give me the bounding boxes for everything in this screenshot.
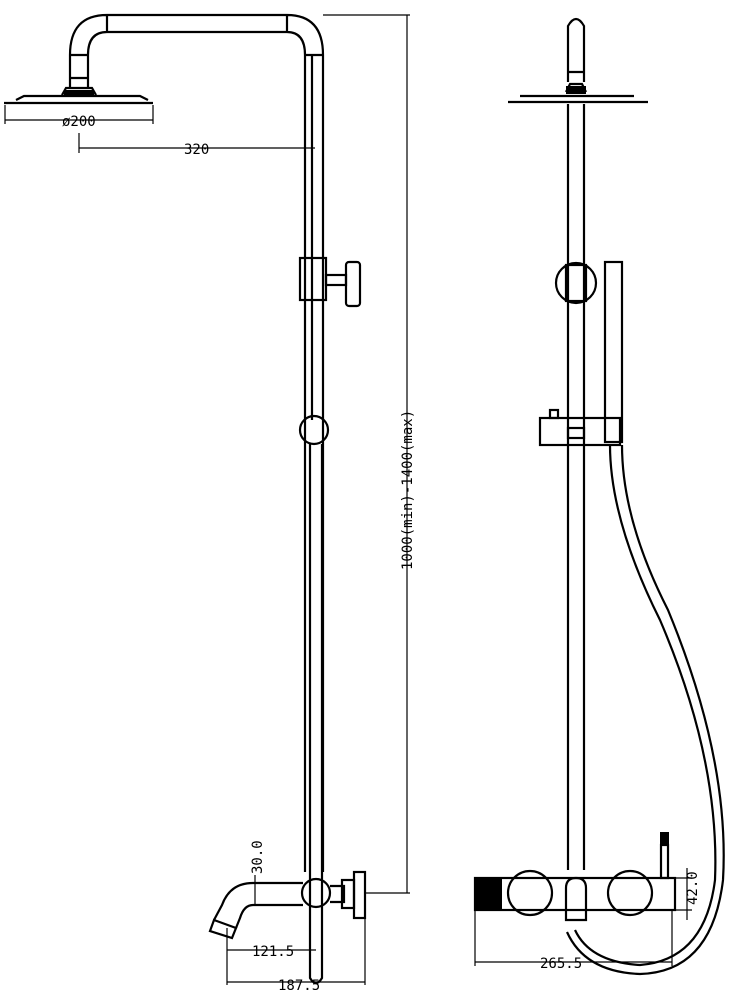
left-view: ø200 320 1000(min)-1400(max) 30.0 121.5 … bbox=[4, 13, 416, 994]
spout-to-center-label: 121.5 bbox=[252, 944, 294, 960]
height-range-label: 1000(min)-1400(max) bbox=[400, 410, 416, 570]
head-base bbox=[64, 90, 94, 96]
dim-height-line bbox=[323, 14, 410, 894]
diverter-outlet bbox=[564, 876, 588, 922]
holder-clamp bbox=[538, 416, 622, 447]
dim-mixer-height-line bbox=[675, 868, 692, 920]
dim-head-diameter-line bbox=[4, 105, 154, 124]
temperature-handle bbox=[475, 878, 502, 910]
riser-pipe bbox=[303, 53, 325, 872]
hose-side bbox=[565, 444, 725, 976]
clamp-slot bbox=[566, 426, 586, 440]
top-arm-end bbox=[566, 17, 586, 82]
dim-depth-line bbox=[227, 918, 366, 985]
mixer-cap-left bbox=[506, 869, 554, 917]
dim-mixer-width-line bbox=[474, 910, 673, 966]
hand-shower-holder bbox=[298, 414, 330, 446]
mixer-width-label: 265.5 bbox=[540, 956, 582, 972]
spout-outlet bbox=[208, 918, 238, 940]
arm-reach-label: 320 bbox=[184, 142, 209, 158]
slider-stem bbox=[324, 273, 348, 287]
mixer-body-side bbox=[473, 876, 677, 912]
head-base-side bbox=[566, 86, 586, 94]
valve-stem bbox=[330, 884, 346, 904]
overhead-arm bbox=[68, 13, 325, 56]
spout-height-label: 30.0 bbox=[250, 840, 266, 874]
mixer-height-label: 42.0 bbox=[685, 871, 701, 905]
hand-shower bbox=[603, 260, 624, 444]
clamp-screw bbox=[548, 408, 560, 420]
dim-arm-reach-line bbox=[78, 133, 315, 153]
bath-spout bbox=[213, 881, 303, 929]
slider-knob bbox=[344, 260, 362, 308]
lever-tip bbox=[660, 832, 669, 846]
head-diameter-label: ø200 bbox=[62, 114, 96, 130]
hand-shower-hose bbox=[308, 444, 324, 985]
mixer-cap-right bbox=[606, 869, 654, 917]
head-connector bbox=[68, 53, 90, 88]
right-view: 42.0 265.5 bbox=[473, 17, 725, 976]
mixer-body bbox=[300, 877, 332, 909]
riser-pipe-side bbox=[566, 104, 586, 870]
diverter-lever bbox=[659, 843, 670, 880]
dim-spout-line bbox=[226, 928, 316, 985]
total-depth-label: 187.5 bbox=[278, 978, 320, 994]
slider-body-side bbox=[564, 263, 588, 303]
valve-knob bbox=[352, 870, 367, 920]
slider-knob-side bbox=[554, 261, 598, 305]
